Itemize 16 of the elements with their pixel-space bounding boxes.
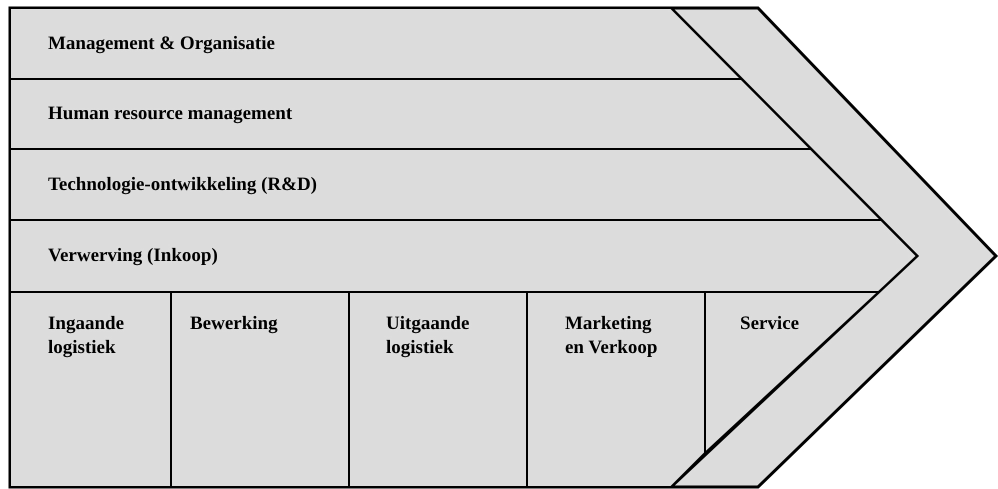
activity-label: Ingaande logistiek: [48, 312, 126, 360]
primary-activity-cell: [527, 292, 705, 487]
activity-label: Uitgaande logistiek: [386, 312, 470, 360]
support-activity-band: [10, 8, 742, 79]
activity-label: Verwerving (Inkoop): [48, 244, 219, 268]
support-activity-band: [10, 149, 882, 220]
activity-label: Management & Organisatie: [48, 32, 276, 56]
support-activity-band: [10, 79, 811, 149]
activity-label: Service: [740, 312, 800, 336]
activity-label: Human resource management: [48, 102, 294, 126]
activity-label: Bewerking: [190, 312, 279, 336]
primary-activity-cell: [171, 292, 349, 487]
primary-activity-cell: [10, 292, 171, 487]
primary-activity-cell: [349, 292, 527, 487]
activity-label: Technologie-ontwikkeling (R&D): [48, 172, 318, 196]
activity-label: Marketing en Verkoop: [565, 312, 658, 360]
